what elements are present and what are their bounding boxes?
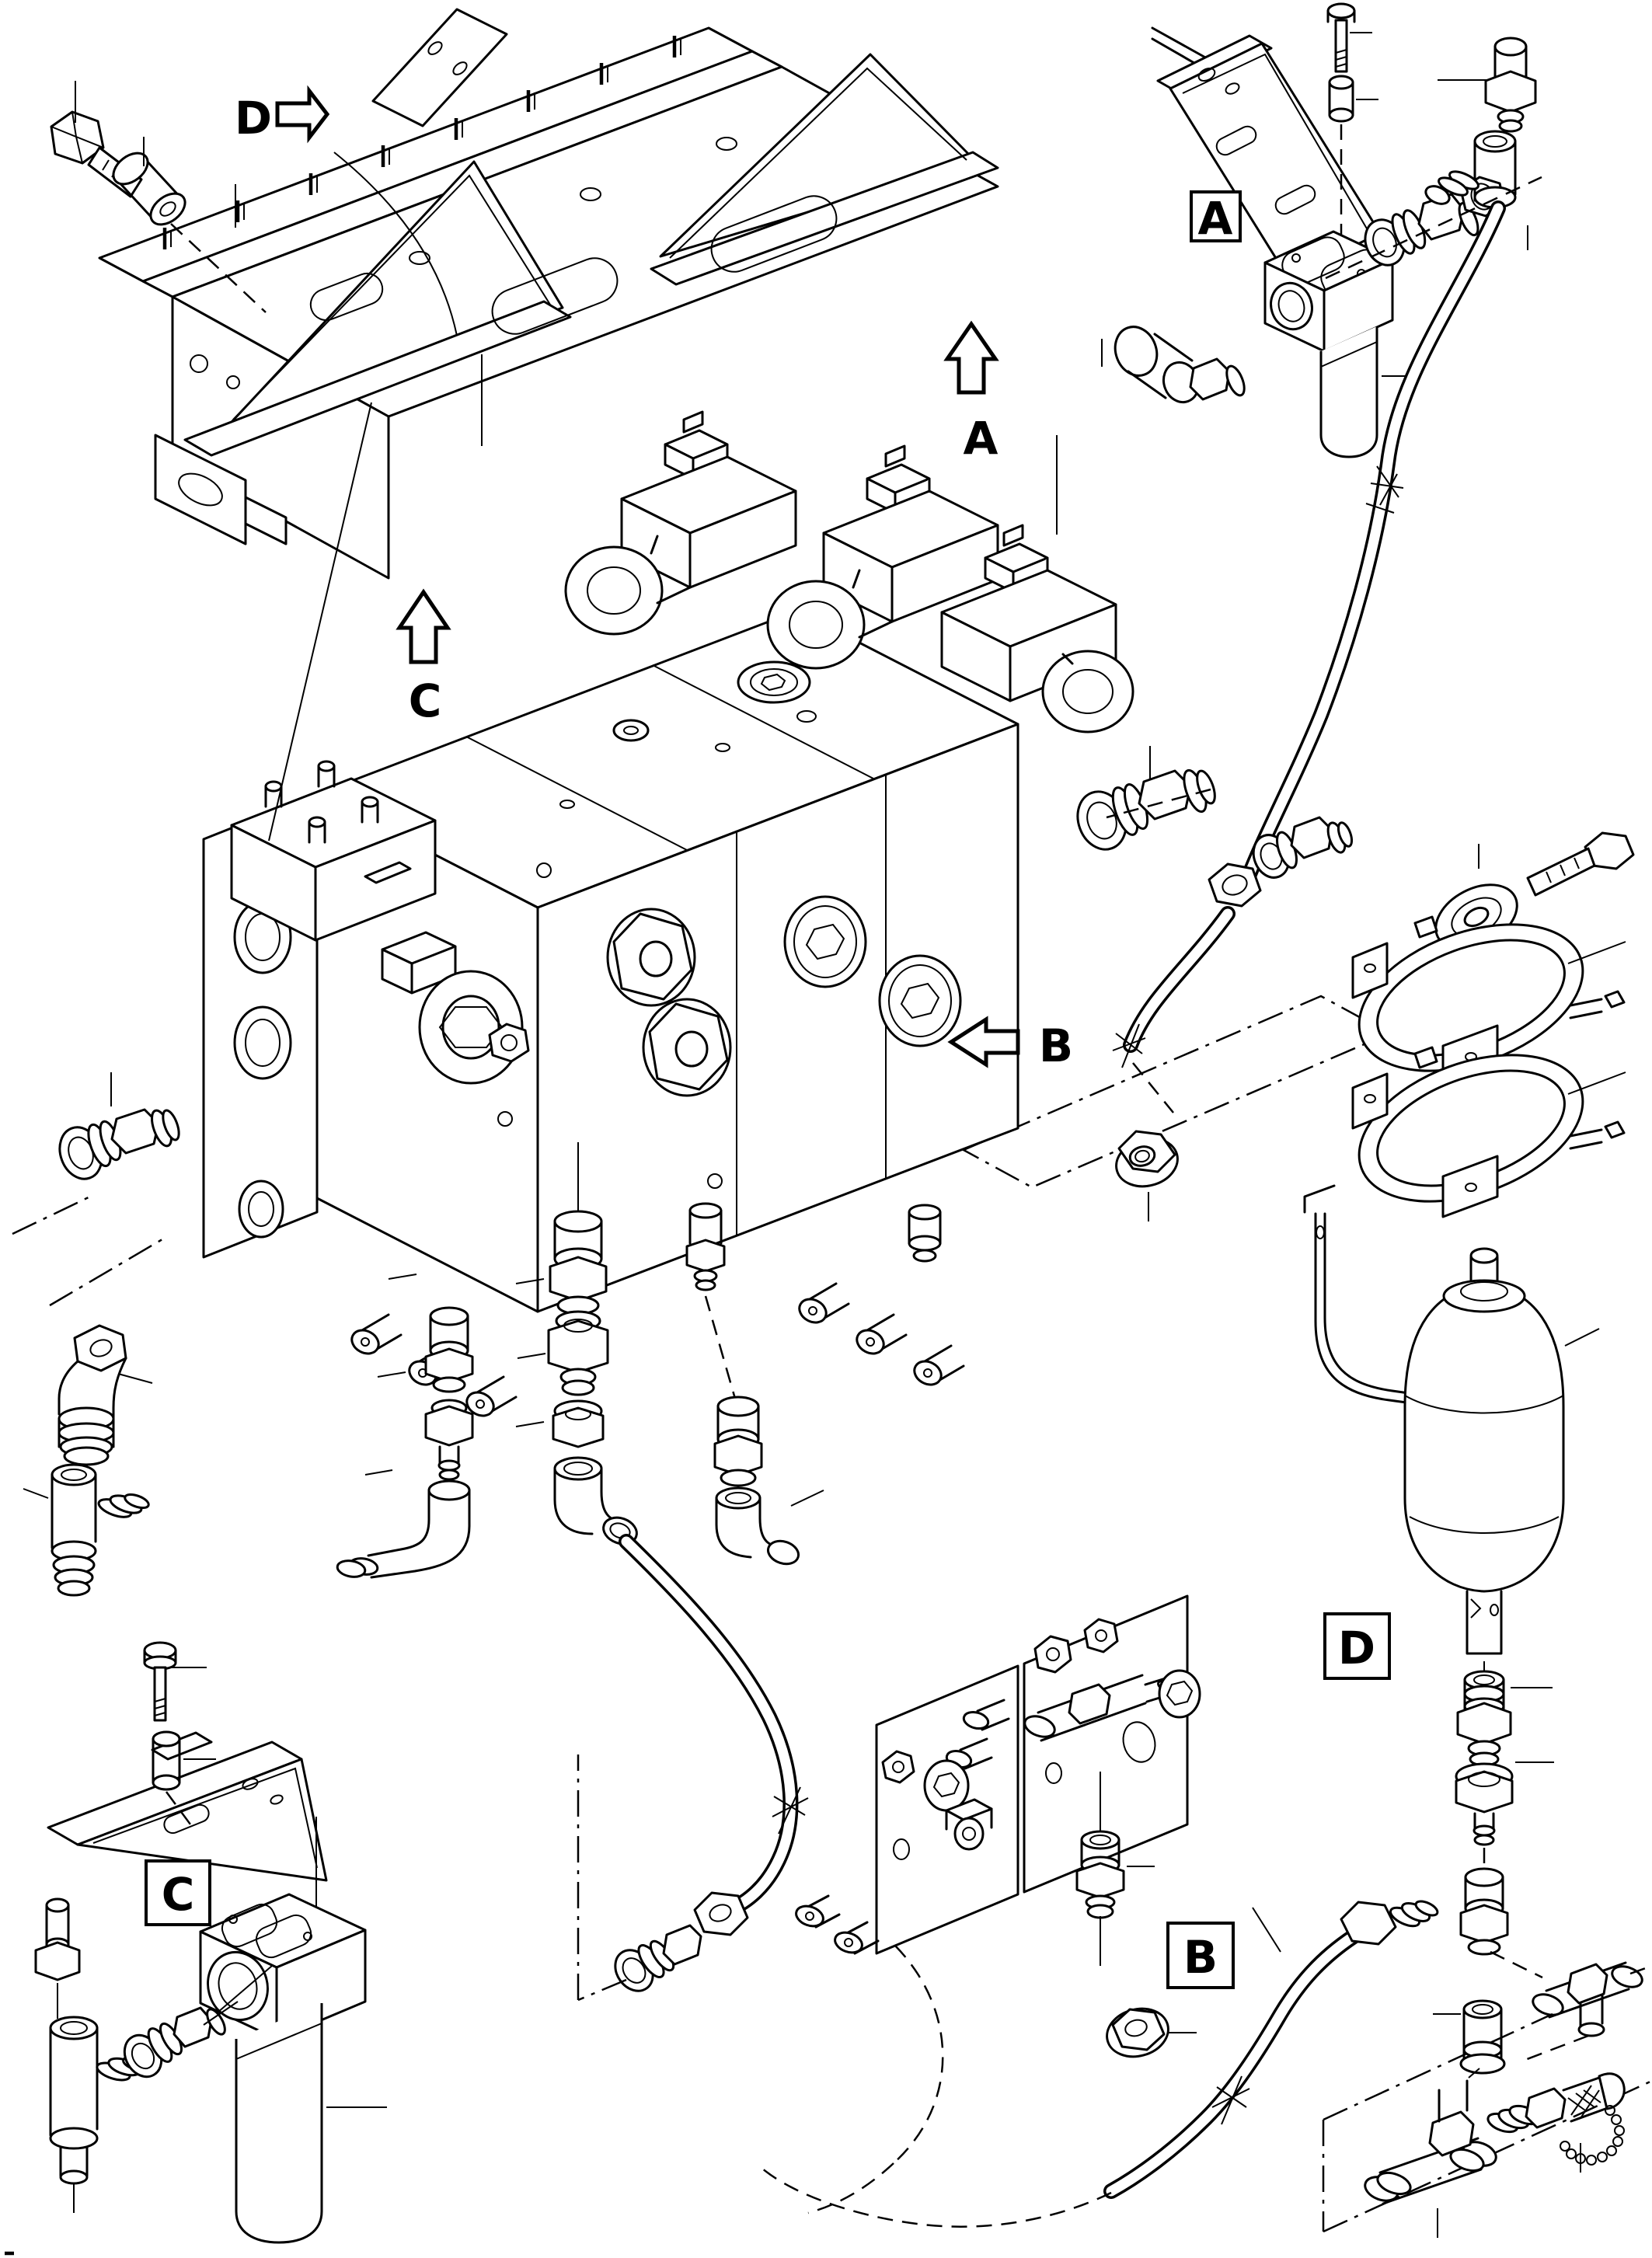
solenoid-valve-1: [564, 410, 797, 636]
detail-a-axis: [1325, 176, 1542, 280]
hose-lower-right: [761, 1900, 1439, 2228]
plug-fitting-a: [1438, 37, 1537, 133]
flange-locknut: [1115, 1130, 1179, 1221]
solenoid-valve-2: [766, 444, 999, 670]
tee-fitting-right-edge: [1522, 1961, 1652, 2062]
solenoid-valve-3: [940, 524, 1134, 734]
boxed-label-d: D: [1338, 1622, 1375, 1674]
port-fitting-column-1: [336, 1274, 474, 1579]
accumulator-nipple: [1456, 1670, 1553, 1767]
braided-hose-tail: [1112, 906, 1236, 1113]
pilot-valve-block: [230, 760, 437, 942]
filter-bracket-a: [1151, 26, 1382, 280]
stud-fitting-c: [34, 1897, 81, 2019]
accumulator-locknut: [1455, 1761, 1554, 1871]
pilot-block-studs: [264, 760, 379, 844]
mounting-frame: [98, 8, 999, 580]
locknut-near-box-b: [1106, 2007, 1197, 2058]
nipple: [465, 1375, 518, 1417]
filter-head-c: [199, 1893, 367, 2040]
label-box-a: A: [1190, 190, 1242, 245]
left-tee-fitting: [23, 1463, 150, 1597]
view-arrow-a: A: [943, 320, 999, 465]
clamp-hex-bolt: [1526, 831, 1635, 897]
straight-adapter-a: [1364, 193, 1479, 267]
lower-manifold-plate: [875, 1594, 1189, 1955]
filter-bowl-a: [1319, 326, 1408, 458]
boxed-label-c: C: [162, 1868, 195, 1921]
left-straight-adapter: [12, 1072, 180, 1307]
socket-plugs: [497, 660, 962, 1189]
union-fitting-right: [1459, 1867, 1543, 1979]
block-bottom-nipples: [350, 1282, 965, 1417]
nipple: [856, 1313, 908, 1355]
nipple: [798, 1282, 850, 1324]
boxed-label-a: A: [1198, 192, 1233, 245]
filter-head-a: [1263, 230, 1394, 353]
hose-nut: [1208, 862, 1262, 908]
accumulator: [1403, 1247, 1600, 1677]
frame-stud-pins: [162, 36, 681, 249]
bracket-bolt-a: [1326, 2, 1378, 274]
view-arrow-label-b: B: [1039, 1019, 1073, 1072]
callout-lines-block: [268, 354, 1058, 1217]
port-fitting-column-2: [515, 1210, 638, 1545]
elbow-fitting-a: [1101, 326, 1246, 404]
hex-plugs: [488, 908, 732, 1097]
view-arrow-b: B: [947, 1016, 1073, 1072]
nipple: [913, 1344, 965, 1386]
test-point-coupling-with-chained-cap: [1486, 2072, 1626, 2173]
tee-fitting-bottom-right: [1364, 2079, 1497, 2238]
view-arrow-c: C: [396, 588, 451, 727]
union-fitting-below-manifold: [1075, 1772, 1155, 1966]
port-fitting-column-3: [685, 1202, 824, 1566]
view-arrow-label-d: D: [235, 92, 272, 145]
hex-bolt-with-spacer-top-left: [50, 81, 267, 313]
tee-fitting-a: [1424, 130, 1528, 250]
hex-bolt-with-spacer-bottom-left: [143, 1641, 317, 1919]
union-adapter-c: [123, 2001, 239, 2079]
dust-cap-chain: [1560, 2105, 1625, 2166]
arrow-up-icon: [943, 320, 999, 395]
accumulator-clamp-lower: [1351, 1046, 1626, 1218]
hose-lower-center: [577, 1534, 944, 2214]
view-arrow-label-a: A: [964, 412, 999, 465]
label-frame-d: [1323, 1612, 1391, 1680]
manifold-plugs: [795, 1618, 1201, 1955]
arrow-right-icon: [275, 85, 330, 144]
label-box-d: D: [1323, 1612, 1391, 1680]
bottom-right-assembly: [1322, 1999, 1652, 2238]
accumulator-clamp-upper: [1351, 915, 1626, 1088]
filter-bowl-c: [235, 2003, 387, 2244]
filter-bracket-c: [47, 1731, 328, 1882]
boxed-label-b: B: [1183, 1931, 1218, 1984]
label-frame-c: [145, 1859, 211, 1926]
braided-hose-upper: [1236, 200, 1506, 898]
label-frame-a: [1190, 190, 1242, 242]
arrow-up-icon: [396, 588, 451, 664]
label-box-b: B: [1166, 1922, 1235, 1989]
arrow-left-icon: [947, 1016, 1020, 1068]
right-of-block-fittings: [1076, 746, 1354, 908]
label-box-c: C: [145, 1859, 211, 1926]
small-fitting-under-block: [908, 1204, 942, 1263]
view-arrow-d: D: [235, 85, 330, 145]
label-frame-b: [1166, 1922, 1235, 1989]
view-arrow-label-c: C: [409, 674, 442, 727]
nipple: [350, 1313, 403, 1355]
left-elbow-fitting: [58, 1324, 153, 1466]
